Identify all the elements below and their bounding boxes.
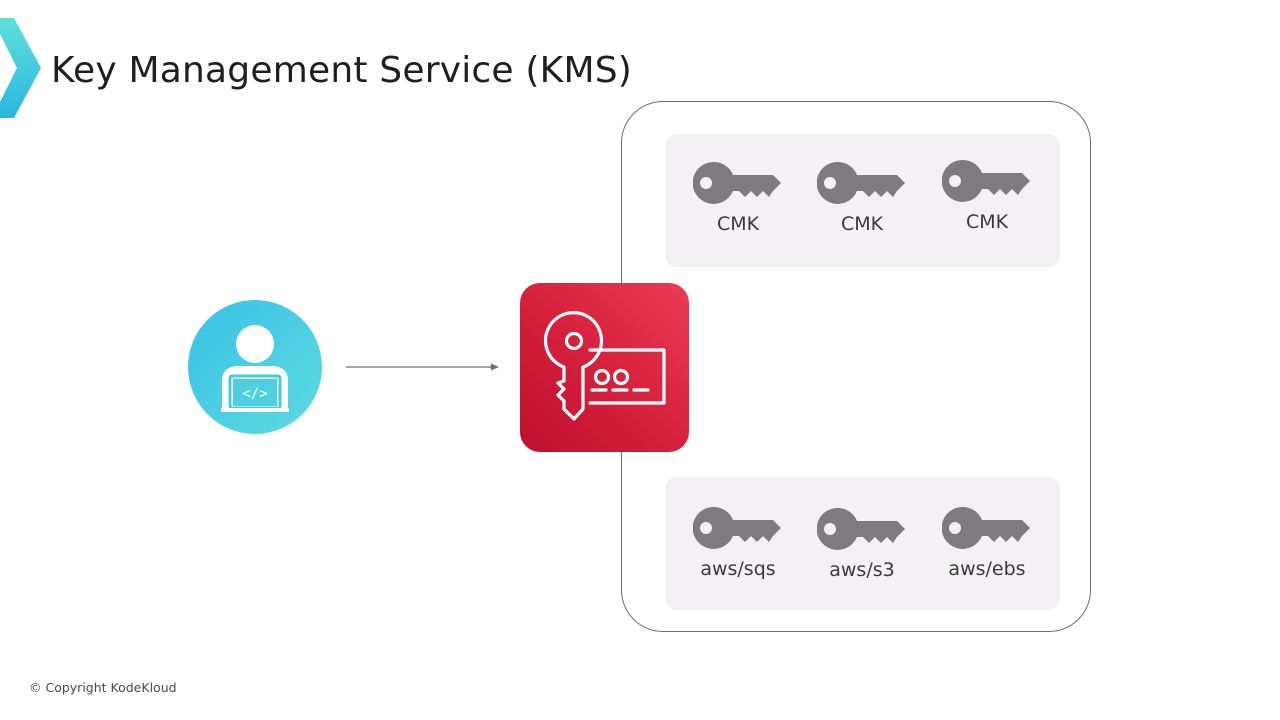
key-item: aws/s3 bbox=[802, 505, 922, 581]
key-icon bbox=[817, 161, 905, 204]
key-icon bbox=[942, 159, 1030, 202]
aws-managed-keys-panel: aws/sqs aws/s3 aws/ebs bbox=[665, 477, 1060, 610]
key-icon bbox=[942, 506, 1030, 549]
key-icon bbox=[817, 507, 905, 550]
request-arrow bbox=[346, 363, 499, 371]
customer-managed-keys-panel: CMK CMK CMK bbox=[665, 134, 1060, 267]
key-icon bbox=[693, 161, 781, 204]
developer-laptop-icon: </> bbox=[221, 325, 289, 412]
key-label: CMK bbox=[965, 211, 1009, 233]
key-item: aws/ebs bbox=[927, 504, 1047, 580]
key-label: CMK bbox=[716, 213, 760, 235]
key-icon bbox=[693, 506, 781, 549]
code-glyph: </> bbox=[242, 386, 267, 402]
key-item: CMK bbox=[927, 157, 1047, 233]
key-label: CMK bbox=[840, 213, 884, 235]
developer-avatar: </> bbox=[188, 300, 322, 434]
aws-kms-icon bbox=[543, 311, 666, 421]
page-title: Key Management Service (KMS) bbox=[51, 50, 633, 91]
key-label: aws/ebs bbox=[948, 558, 1026, 580]
key-label: aws/s3 bbox=[829, 559, 895, 581]
kodekloud-logo-chevron-icon bbox=[0, 18, 41, 118]
copyright-notice: © Copyright KodeKloud bbox=[29, 680, 177, 695]
key-item: CMK bbox=[678, 159, 798, 235]
key-label: aws/sqs bbox=[700, 558, 776, 580]
kms-service-tile bbox=[520, 283, 689, 452]
key-item: CMK bbox=[802, 159, 922, 235]
key-item: aws/sqs bbox=[678, 504, 798, 580]
